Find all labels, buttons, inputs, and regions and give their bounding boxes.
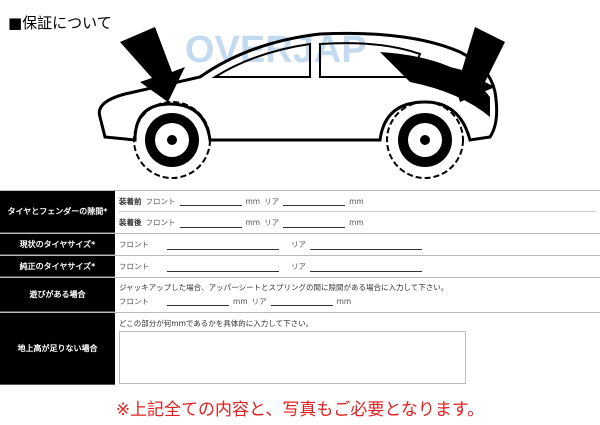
clearance-hint: どこの部分が何mmであるかを具体的に入力して下さい。 (119, 319, 314, 328)
unit-label: mm (245, 196, 261, 206)
front-label: フロント (145, 218, 176, 227)
row-play: 遊びがある場合 ジャッキアップした場合、アッパーシートとスプリングの間に隙間があ… (0, 278, 600, 313)
unit-label: mm (349, 218, 364, 227)
rear-label: リア (291, 262, 306, 271)
front-arrow-icon (120, 27, 185, 102)
unit-label: mm (233, 296, 248, 306)
rear-label: リア (264, 218, 280, 227)
row-label: 現状のタイヤサイズ* (0, 234, 115, 255)
section-title: ■保証について (8, 14, 112, 32)
play-rear-input[interactable] (270, 296, 333, 306)
gap-before-rear-input[interactable] (283, 196, 346, 206)
rear-label: リア (251, 296, 267, 306)
clearance-textarea[interactable] (119, 331, 466, 384)
front-label: フロント (119, 262, 149, 271)
play-hint: ジャッキアップした場合、アッパーシートとスプリングの間に隙間がある場合に入力して… (119, 283, 449, 292)
rear-arrow-icon (450, 27, 505, 102)
unit-label: mm (336, 296, 352, 306)
rear-wheel-icon (386, 101, 464, 179)
unit-label: mm (245, 218, 261, 227)
row-label: タイヤとフェンダーの隙間* (0, 191, 115, 233)
current-rear-input[interactable] (310, 240, 422, 250)
gap-after-rear-input[interactable] (283, 218, 346, 228)
rear-label: リア (291, 240, 306, 249)
front-label: フロント (119, 240, 149, 249)
play-front-input[interactable] (167, 296, 229, 306)
car-illustration: OVERJAP (97, 27, 505, 179)
front-label: フロント (119, 296, 149, 306)
row-label: 遊びがある場合 (0, 278, 115, 312)
row-clearance: 地上高が足りない場合 どこの部分が何mmであるかを具体的に入力して下さい。 (0, 313, 600, 385)
before-label: 装着前 (119, 196, 142, 206)
genuine-rear-input[interactable] (310, 262, 422, 272)
unit-label: mm (349, 196, 364, 206)
genuine-front-input[interactable] (167, 262, 279, 272)
current-front-input[interactable] (167, 240, 279, 250)
row-label: 純正のタイヤサイズ* (0, 256, 115, 277)
row-current-tire: 現状のタイヤサイズ* フロント リア (0, 234, 600, 256)
gap-after-front-input[interactable] (179, 218, 242, 228)
after-label: 装着後 (119, 218, 142, 227)
row-label: 地上高が足りない場合 (0, 313, 115, 385)
required-note: ※上記全ての内容と、写真もご必要となります。 (115, 400, 485, 420)
front-label: フロント (145, 196, 176, 206)
rear-label: リア (264, 196, 280, 206)
front-wheel-icon (133, 101, 211, 179)
row-genuine-tire: 純正のタイヤサイズ* フロント リア (0, 256, 600, 278)
gap-before-front-input[interactable] (179, 196, 242, 206)
